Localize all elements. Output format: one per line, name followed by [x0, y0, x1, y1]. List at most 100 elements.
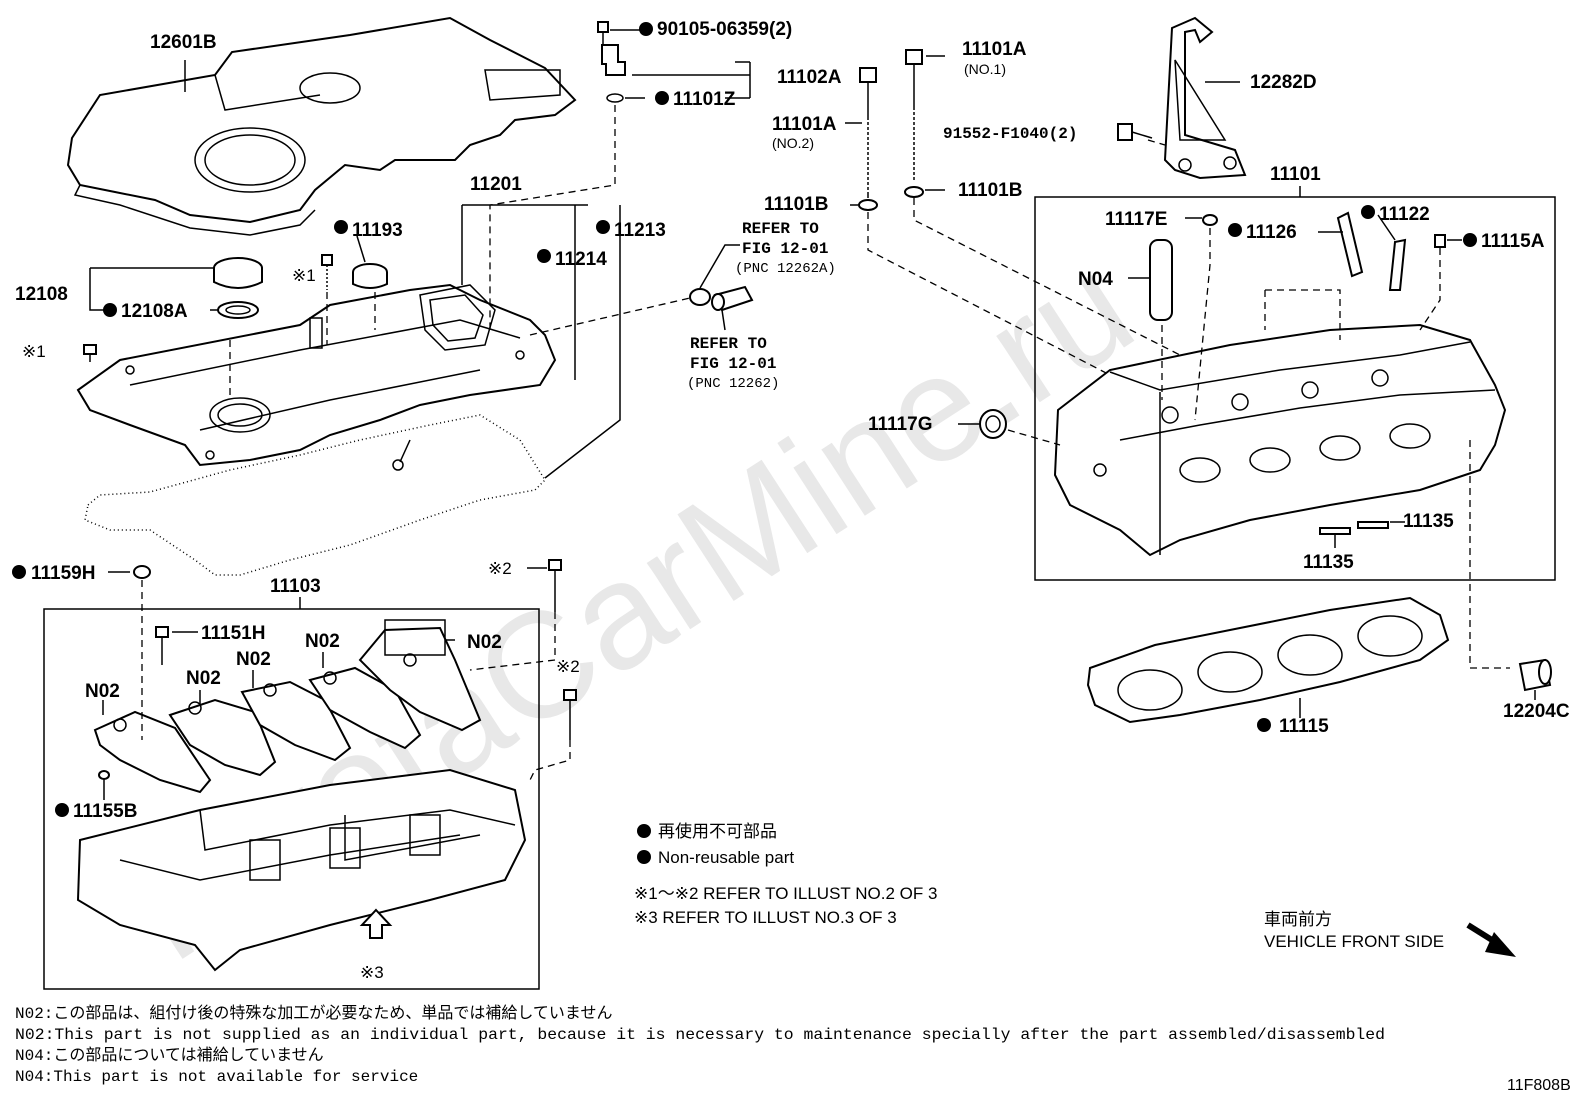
callout-11101B-left: 11101B: [764, 194, 828, 215]
dash-11117G: [1007, 429, 1061, 446]
refer-lower-line3: (PNC 12262): [687, 376, 779, 392]
callout-11126: 11126: [1246, 222, 1297, 243]
legend-jp: 再使用不可部品: [658, 821, 777, 841]
gasket-tab-ring: [392, 459, 404, 471]
stud-bolt-no1-part: [904, 49, 924, 198]
footnote-1: N02:この部品は、組付け後の特殊な加工が必要なため、単品では補給していません: [15, 1004, 612, 1023]
arrow-mark3: [359, 908, 393, 939]
bullet-11126: [1228, 223, 1242, 237]
callout-11193: 11193: [352, 220, 403, 241]
refer-upper-line1: REFER TO: [742, 220, 819, 238]
callout-11201: 11201: [470, 174, 522, 195]
leader-refer-upper: [699, 244, 740, 289]
bearing-caps-part: [93, 619, 482, 794]
dash-stud-no2: [867, 212, 1111, 376]
bullet-11193: [334, 220, 348, 234]
callout-11101A-no2-sub: (NO.2): [772, 135, 814, 151]
bullet-11159H: [12, 565, 26, 579]
cylinder-head-cover-part: [76, 283, 557, 467]
callout-12108A: 12108A: [121, 301, 188, 322]
housing-box: [43, 608, 540, 990]
bolt-91552-part: [1117, 123, 1153, 141]
callout-11151H: 11151H: [201, 623, 265, 644]
leader-11122: [1377, 214, 1396, 241]
footnote-2: N02:This part is not supplied as an indi…: [15, 1026, 1385, 1044]
pin-11155B-part: [98, 770, 110, 792]
dowel-n04-part: [1149, 239, 1173, 321]
callout-90105: 90105-06359(2): [657, 19, 792, 40]
cylinder-head-part: [1053, 323, 1507, 557]
callout-N02-d: N02: [305, 631, 340, 652]
bullet-11155B: [55, 803, 69, 817]
pin-11122-part: [1388, 238, 1407, 291]
oil-filler-cap-part: [213, 257, 263, 319]
pin-11135-b-part: [1357, 521, 1389, 529]
dash-91552: [1147, 139, 1166, 146]
callout-11135-b: 11135: [1303, 552, 1354, 573]
callout-11115: 11115: [1279, 716, 1329, 737]
dash-stud-no1: [913, 198, 1181, 356]
refer-lower-line1: REFER TO: [690, 335, 767, 353]
legend-ref2: ※3 REFER TO ILLUST NO.3 OF 3: [634, 908, 897, 927]
plug-11193-part: [352, 263, 388, 289]
dash-mark2-lower: [529, 740, 571, 781]
bullet-11214: [537, 249, 551, 263]
bullet-11101Z: [655, 91, 669, 105]
callout-91552: 91552-F1040(2): [943, 125, 1077, 143]
bullet-11115A: [1463, 233, 1477, 247]
callout-11102A: 11102A: [777, 67, 842, 88]
callout-11159H: 11159H: [31, 563, 95, 584]
dash-12204C: [1469, 440, 1510, 669]
plug-11117E-part: [1202, 214, 1218, 226]
plug-12204C-part: [1518, 658, 1552, 692]
callout-11101: 11101: [1270, 164, 1321, 185]
bullet-11115: [1257, 718, 1271, 732]
dash-clamp: [529, 297, 691, 336]
footnote-3: N04:この部品については補給していません: [15, 1046, 324, 1065]
callout-11101A-no1-sub: (NO.1): [964, 61, 1006, 77]
dash-mark2-upper: [469, 612, 556, 671]
callout-12204C: 12204C: [1503, 701, 1570, 722]
dash-11117E: [1194, 228, 1211, 421]
gasket-tab: [399, 439, 411, 463]
callout-11155B: 11155B: [73, 801, 137, 822]
callout-12108: 12108: [15, 284, 68, 305]
mark3: ※3: [360, 963, 384, 982]
hose-clamp-part: [689, 285, 754, 312]
head-cover-gasket-part: [84, 414, 546, 576]
pin-11135-a-part: [1319, 527, 1351, 535]
callout-11101B-right: 11101B: [958, 180, 1022, 201]
refer-lower-line2: FIG 12-01: [690, 355, 776, 373]
legend-bullet-jp: [637, 824, 651, 838]
leader-11201: [461, 204, 621, 479]
callout-11214: 11214: [555, 249, 607, 270]
callout-11101Z: 11101Z: [673, 89, 736, 110]
mark1-upper: ※1: [292, 266, 316, 285]
mark2-upper: ※2: [488, 559, 512, 578]
legend-en: Non-reusable part: [658, 848, 794, 867]
leader-N02-group: [102, 639, 455, 715]
callout-N02-e: N02: [467, 632, 502, 653]
callout-11135-a: 11135: [1403, 511, 1454, 532]
bolt-mark1-left: [83, 344, 97, 362]
refer-upper-line2: FIG 12-01: [742, 240, 828, 258]
callout-11117E: 11117E: [1105, 209, 1167, 230]
callout-11213: 11213: [614, 220, 666, 241]
dash-11126: [1264, 289, 1341, 340]
callout-N02-c: N02: [236, 649, 271, 670]
cam-position-sensor-part: [597, 21, 626, 103]
legend-bullet-en: [637, 850, 651, 864]
bolt-mark2-lower: [563, 689, 577, 740]
head-assy-box: [1034, 196, 1556, 581]
bullet-12108A: [103, 303, 117, 317]
front-direction-arrow-icon: [1466, 922, 1516, 957]
callout-11115A: 11115A: [1481, 231, 1545, 252]
callout-11101A-no2: 11101A: [772, 114, 837, 135]
figure-code: 11F808B: [1507, 1077, 1571, 1094]
footnote-4: N04:This part is not available for servi…: [15, 1068, 418, 1086]
bolt-11151H-part: [155, 626, 169, 665]
bullet-11213: [596, 220, 610, 234]
dash-sensor: [489, 105, 616, 330]
